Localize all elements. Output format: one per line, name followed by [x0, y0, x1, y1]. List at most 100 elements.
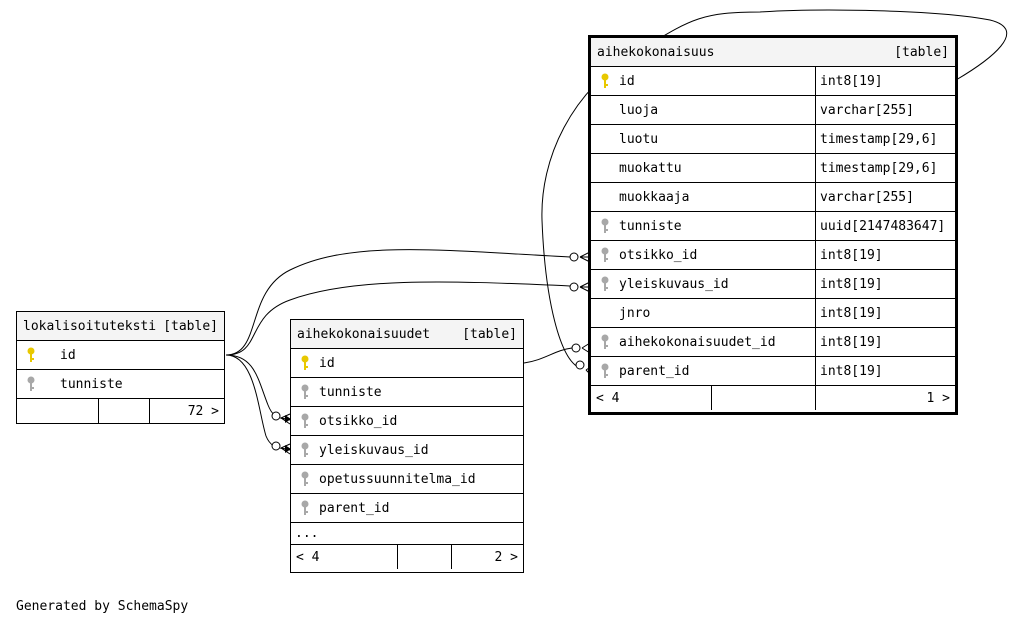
- column-name: otsikko_id: [619, 247, 698, 263]
- column-row[interactable]: yleiskuvaus_id int8[19]: [591, 270, 955, 299]
- column-name-cell: muokattu: [591, 154, 815, 182]
- column-row[interactable]: tunniste: [291, 378, 523, 407]
- table-footer: < 4 1 >: [591, 386, 955, 410]
- footer-left: [17, 399, 98, 423]
- footer-right[interactable]: 1 >: [815, 386, 955, 410]
- footer-middle: [98, 399, 149, 423]
- more-columns: ...: [291, 523, 523, 545]
- table-footer: 72 >: [17, 399, 224, 423]
- link-end-circle: [271, 441, 281, 451]
- column-name: opetussuunnitelma_id: [319, 471, 476, 487]
- primary-key-icon: [291, 355, 319, 371]
- table-tag: [table]: [462, 326, 517, 342]
- link-parent-self: [541, 9, 1008, 369]
- footer-right[interactable]: 2 >: [451, 545, 523, 569]
- column-type: timestamp[29,6]: [815, 154, 955, 182]
- column-name: id: [60, 347, 76, 363]
- link-end-circle: [571, 343, 581, 353]
- column-name: id: [319, 355, 335, 371]
- column-name: id: [619, 73, 635, 89]
- column-name-cell: opetussuunnitelma_id: [291, 465, 523, 493]
- column-type: int8[19]: [815, 299, 955, 327]
- link-ak-otsikko-to-lokalisoituteksti: [225, 354, 287, 420]
- index-key-icon: [591, 334, 619, 350]
- link-aihekokonaisuudet-id: [523, 347, 573, 364]
- footer-left[interactable]: < 4: [596, 390, 620, 406]
- footer-middle: [397, 545, 451, 569]
- link-ak-yleiskuvaus-to-lokalisoituteksti: [225, 354, 287, 450]
- primary-key-icon: [591, 73, 619, 89]
- index-key-icon: [17, 376, 45, 392]
- footer-left[interactable]: < 4: [296, 549, 320, 565]
- column-name: aihekokonaisuudet_id: [619, 334, 776, 350]
- column-type: int8[19]: [815, 357, 955, 385]
- link-end-circle: [569, 282, 579, 292]
- index-key-icon: [591, 247, 619, 263]
- column-row[interactable]: id: [291, 349, 523, 378]
- column-name: parent_id: [319, 500, 390, 516]
- table-name: aihekokonaisuudet: [297, 326, 431, 342]
- column-name: yleiskuvaus_id: [619, 276, 729, 292]
- column-name-cell: parent_id: [291, 494, 523, 522]
- column-type: int8[19]: [815, 270, 955, 298]
- column-row[interactable]: id: [17, 341, 224, 370]
- link-otsikko-to-lokalisoituteksti: [225, 249, 571, 356]
- column-name-cell: id: [591, 67, 815, 95]
- column-row[interactable]: aihekokonaisuudet_id int8[19]: [591, 328, 955, 357]
- table-footer: < 4 2 >: [291, 545, 523, 569]
- column-row[interactable]: otsikko_id: [291, 407, 523, 436]
- column-row[interactable]: muokkaaja varchar[255]: [591, 183, 955, 212]
- column-row[interactable]: otsikko_id int8[19]: [591, 241, 955, 270]
- link-end-circle: [271, 411, 281, 421]
- column-type: uuid[2147483647]: [815, 212, 955, 240]
- column-name-cell: aihekokonaisuudet_id: [591, 328, 815, 356]
- column-row[interactable]: id int8[19]: [591, 67, 955, 96]
- table-lokalisoituteksti[interactable]: lokalisoituteksti [table] id tunniste 72…: [16, 311, 225, 424]
- column-row[interactable]: opetussuunnitelma_id: [291, 465, 523, 494]
- credit-text: Generated by SchemaSpy: [16, 599, 189, 614]
- column-type: timestamp[29,6]: [815, 125, 955, 153]
- footer-middle: [711, 386, 815, 410]
- index-key-icon: [591, 276, 619, 292]
- column-name-cell: yleiskuvaus_id: [591, 270, 815, 298]
- index-key-icon: [291, 384, 319, 400]
- index-key-icon: [291, 471, 319, 487]
- column-name-cell: tunniste: [291, 378, 523, 406]
- table-tag: [table]: [894, 44, 949, 60]
- footer-right: 72 >: [149, 399, 224, 423]
- column-row[interactable]: jnro int8[19]: [591, 299, 955, 328]
- column-type: varchar[255]: [815, 96, 955, 124]
- column-name: muokkaaja: [619, 189, 690, 205]
- column-name: tunniste: [619, 218, 682, 234]
- primary-key-icon: [17, 347, 45, 363]
- column-name: yleiskuvaus_id: [319, 442, 429, 458]
- link-end-circle: [575, 360, 585, 370]
- column-name-cell: parent_id: [591, 357, 815, 385]
- table-header[interactable]: aihekokonaisuudet [table]: [291, 320, 523, 349]
- column-row[interactable]: yleiskuvaus_id: [291, 436, 523, 465]
- column-type: varchar[255]: [815, 183, 955, 211]
- column-row[interactable]: tunniste: [17, 370, 224, 399]
- column-type: int8[19]: [815, 328, 955, 356]
- table-header[interactable]: aihekokonaisuus [table]: [591, 38, 955, 67]
- column-name: jnro: [619, 305, 651, 321]
- column-row[interactable]: tunniste uuid[2147483647]: [591, 212, 955, 241]
- column-name-cell: luotu: [591, 125, 815, 153]
- column-type: int8[19]: [815, 67, 955, 95]
- column-row[interactable]: parent_id: [291, 494, 523, 523]
- table-header[interactable]: lokalisoituteksti [table]: [17, 312, 224, 341]
- column-type: int8[19]: [815, 241, 955, 269]
- column-name-cell: muokkaaja: [591, 183, 815, 211]
- column-name-cell: otsikko_id: [591, 241, 815, 269]
- link-yleiskuvaus-to-lokalisoituteksti: [225, 281, 571, 356]
- table-name: lokalisoituteksti: [23, 318, 157, 334]
- column-name-cell: luoja: [591, 96, 815, 124]
- column-name-cell: id: [291, 349, 523, 377]
